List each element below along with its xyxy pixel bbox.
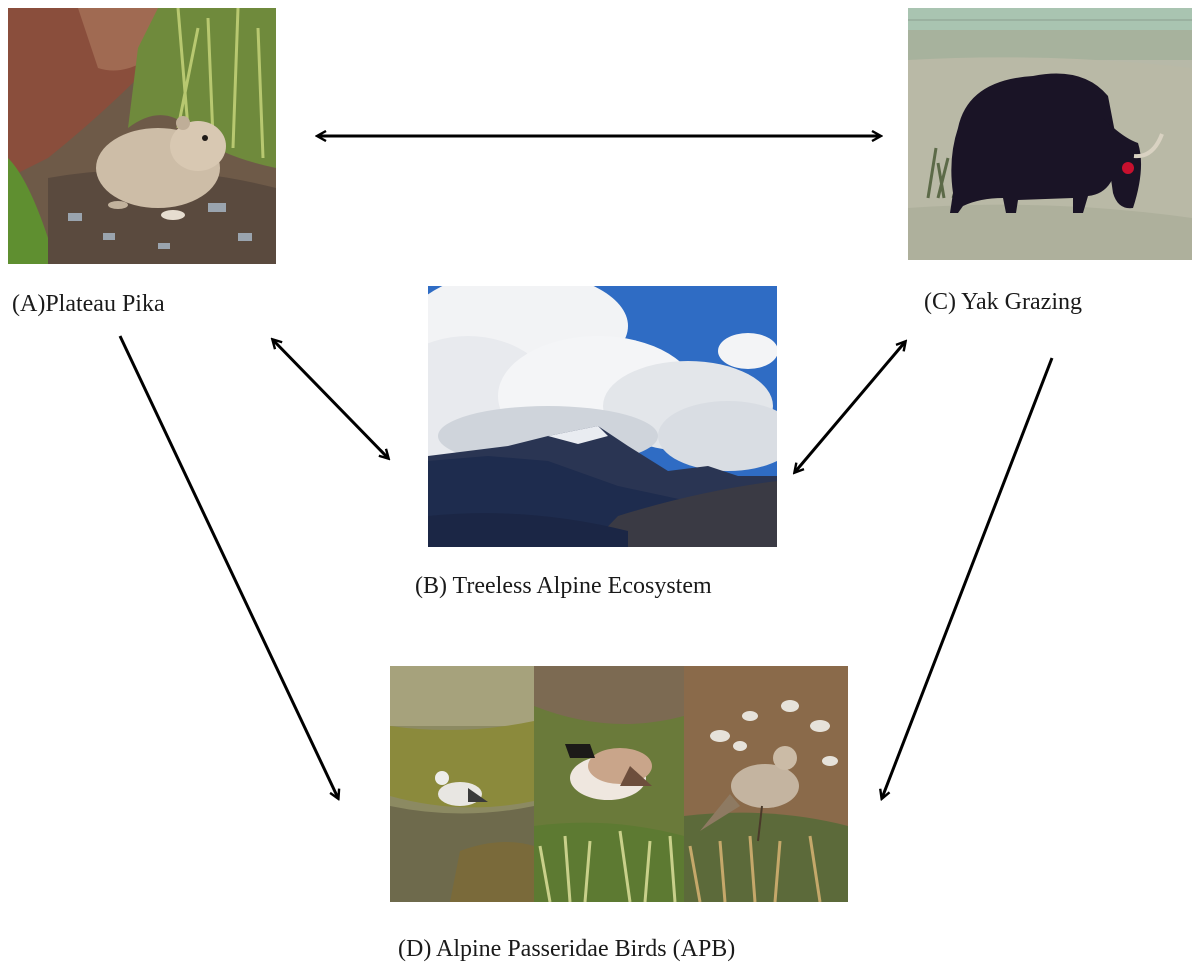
arrow-pika-ecosystem: [273, 340, 388, 458]
plateau-pika-photo: [8, 8, 276, 264]
arrow-yak-birds: [882, 357, 1054, 798]
label-treeless-alpine-ecosystem: (B) Treeless Alpine Ecosystem: [415, 573, 712, 599]
treeless-alpine-ecosystem-photo: [428, 286, 777, 547]
arrow-yak-ecosystem: [795, 342, 905, 472]
arrow-pika-birds: [118, 335, 338, 798]
alpine-passeridae-birds-photo: [390, 666, 848, 902]
label-plateau-pika: (A)Plateau Pika: [12, 291, 165, 317]
label-yak-grazing: (C) Yak Grazing: [924, 289, 1082, 315]
label-alpine-passeridae-birds: (D) Alpine Passeridae Birds (APB): [398, 936, 736, 962]
yak-grazing-photo: [908, 8, 1192, 260]
